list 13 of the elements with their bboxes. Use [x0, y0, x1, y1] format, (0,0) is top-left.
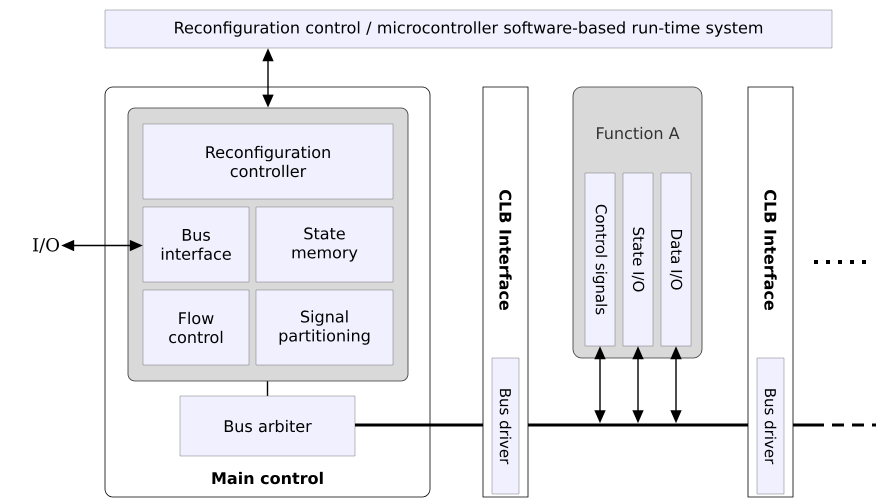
signal-box: State I/O — [622, 172, 654, 346]
signal-box: Data I/O — [660, 172, 692, 346]
block-box: Bus arbiter — [180, 396, 356, 456]
driver-box: Bus driver — [492, 358, 520, 494]
block-box: Signal partitioning — [256, 290, 394, 366]
driver-box: Bus driver — [756, 358, 784, 494]
block-box: Bus interface — [142, 206, 250, 282]
block-box: Reconfiguration controller — [142, 124, 394, 200]
system-box: Reconfiguration control / microcontroller software-based run-time system — [104, 10, 832, 48]
block-box: State memory — [256, 206, 394, 282]
signal-box: Control signals — [584, 172, 616, 346]
port-label: I/O — [33, 238, 59, 254]
block-box: Flow control — [142, 290, 250, 366]
